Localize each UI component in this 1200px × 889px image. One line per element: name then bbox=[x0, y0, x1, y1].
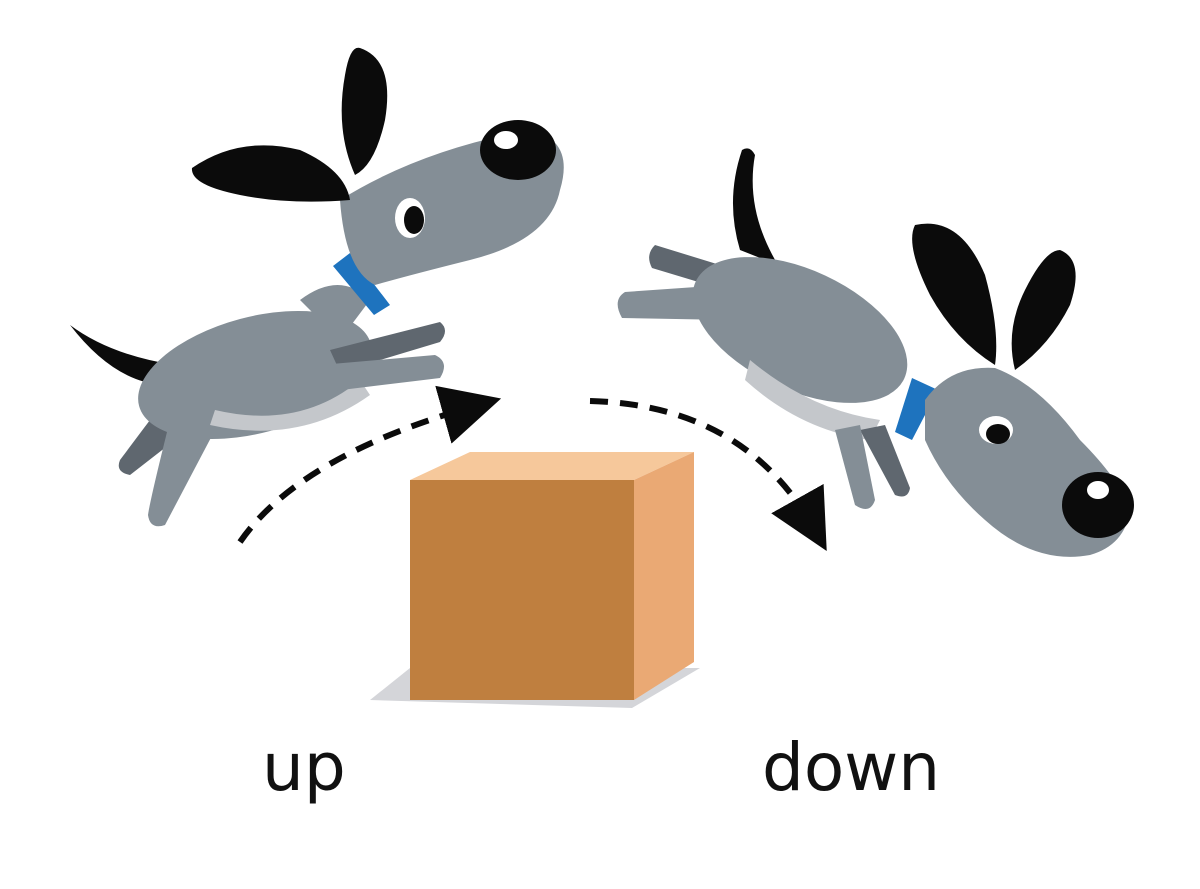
label-up: up bbox=[262, 729, 346, 806]
cardboard-box-icon bbox=[370, 452, 700, 708]
dog-coming-down-icon bbox=[617, 148, 1134, 557]
box-side bbox=[634, 452, 694, 700]
box-front bbox=[410, 480, 634, 700]
label-down: down bbox=[762, 729, 941, 806]
dashed-arrow-down-icon bbox=[589, 398, 827, 551]
dog-jumping-up-icon bbox=[70, 47, 564, 527]
box-top bbox=[410, 452, 694, 480]
